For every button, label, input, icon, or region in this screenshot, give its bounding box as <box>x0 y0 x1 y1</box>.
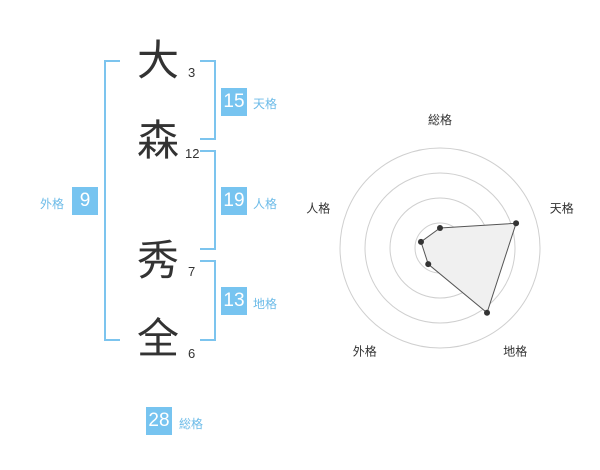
radar-axis-label-2: 天格 <box>550 200 574 215</box>
name-char-1: 大 <box>136 36 179 85</box>
stroke-count-2: 12 <box>185 146 200 161</box>
stroke-count-3: 7 <box>188 264 196 279</box>
tenkaku-bracket <box>200 60 216 140</box>
soukaku-value: 28 <box>146 407 172 435</box>
radar-polygon <box>420 222 517 314</box>
radar-point-2 <box>513 220 520 227</box>
radar-point-4 <box>425 261 432 268</box>
stroke-count-1: 3 <box>188 65 196 80</box>
radar-axis-label-3: 地格 <box>503 344 527 359</box>
radar-axis-label-4: 外格 <box>353 344 377 359</box>
jinkaku-bracket <box>200 150 216 250</box>
jinkaku-label: 人格 <box>253 197 278 211</box>
chikaku-value: 13 <box>221 287 247 315</box>
name-char-2: 森 <box>136 116 179 165</box>
soukaku-label: 総格 <box>179 417 204 431</box>
stroke-count-4: 6 <box>188 346 196 361</box>
tenkaku-value: 15 <box>221 88 247 116</box>
gaikaku-bracket <box>104 60 120 341</box>
radar-point-3 <box>484 309 491 316</box>
radar-area <box>420 222 517 314</box>
chikaku-bracket <box>200 260 216 341</box>
gaikaku-label: 外格 <box>40 197 65 211</box>
jinkaku-value: 19 <box>221 187 247 215</box>
radar-point-1 <box>437 225 443 231</box>
radar-axis-label-5: 人格 <box>306 200 330 215</box>
name-char-3: 秀 <box>136 236 179 285</box>
radar-ring-4 <box>339 147 541 349</box>
tenkaku-label: 天格 <box>253 97 278 111</box>
radar-points <box>417 220 520 316</box>
radar-axis-label-1: 総格 <box>428 112 452 127</box>
radar-point-5 <box>417 238 424 245</box>
chikaku-label: 地格 <box>253 297 278 311</box>
gaikaku-value: 9 <box>72 187 98 215</box>
name-char-4: 全 <box>136 314 179 363</box>
radar-ring-3 <box>364 172 516 324</box>
